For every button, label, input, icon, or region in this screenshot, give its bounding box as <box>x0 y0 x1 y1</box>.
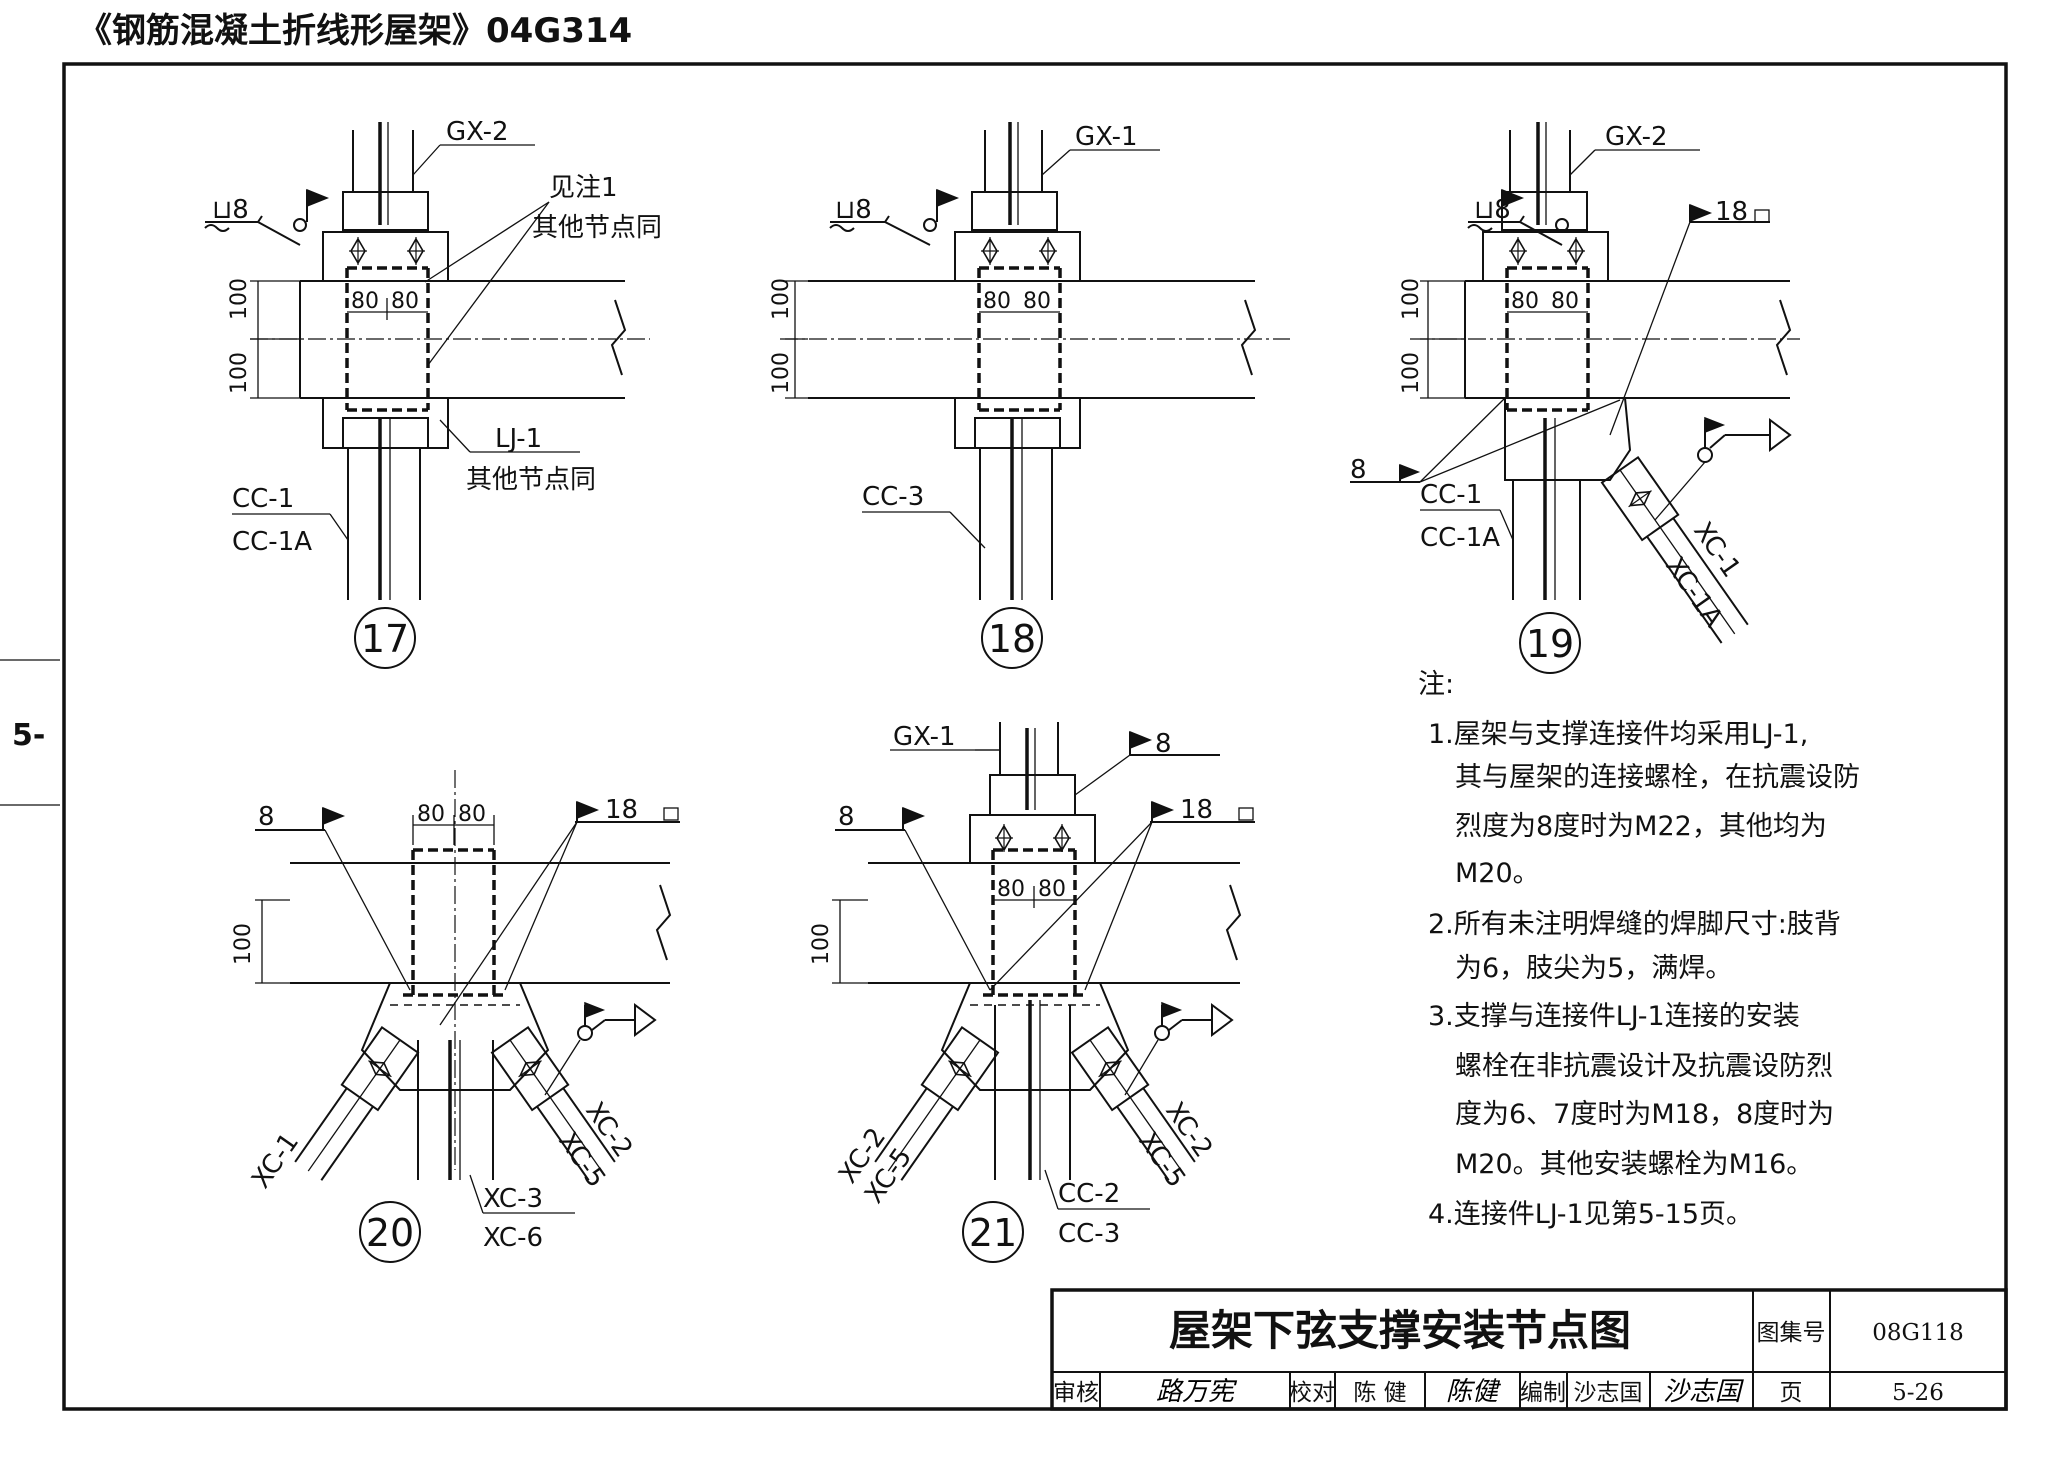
brace-xc-1 <box>1600 455 1749 644</box>
label-cc-1a: CC-1A <box>232 527 312 557</box>
svg-text:100: 100 <box>1399 352 1424 394</box>
note-line: 1.屋架与支撑连接件均采用LJ-1, <box>1428 719 1808 750</box>
label-cc-1a: CC-1A <box>1420 523 1500 553</box>
label-xc-6: XC-6 <box>483 1223 543 1253</box>
label-cc-1: CC-1 <box>1420 480 1482 510</box>
design-name: 沙志国 <box>1574 1380 1643 1406</box>
detail-18: 100 100 80 80 ⊔8 GX-1 CC-3 <box>769 122 1290 669</box>
dim-v-100-top: 100 <box>227 278 252 320</box>
notes: 注: 1.屋架与支撑连接件均采用LJ-1, 其与屋架的连接螺栓，在抗震设防 烈度… <box>1418 669 1860 1230</box>
detail-21: 100 80 80 <box>809 722 1255 1263</box>
sheet-border <box>62 62 2008 1411</box>
label-other-nodes-same-bottom: 其他节点同 <box>466 465 596 495</box>
svg-text:100: 100 <box>1399 278 1424 320</box>
label-weld-8: 8 <box>838 802 855 832</box>
brace-xc-2-left <box>874 1025 1000 1181</box>
detail-number: 20 <box>366 1211 414 1255</box>
svg-text:80: 80 <box>458 802 486 827</box>
check-label: 校对 <box>1289 1380 1335 1406</box>
break-mark <box>610 299 627 376</box>
label-gx-2: GX-2 <box>1605 122 1668 152</box>
svg-text:100: 100 <box>769 278 794 320</box>
label-cc-1: CC-1 <box>232 484 294 514</box>
dim-h-80-right: 80 <box>391 289 419 314</box>
note-line: 烈度为8度时为M22，其他均为 <box>1455 811 1827 842</box>
detail-number: 21 <box>969 1211 1017 1255</box>
note-line: 螺栓在非抗震设计及抗震设防烈 <box>1455 1051 1833 1082</box>
label-gx-1: GX-1 <box>893 722 956 752</box>
label-other-nodes-same-top: 其他节点同 <box>532 213 662 243</box>
header-title: 《钢筋混凝土折线形屋架》04G314 <box>78 11 632 51</box>
brace-xc-1 <box>294 1025 420 1181</box>
note-line: 3.支撑与连接件LJ-1连接的安装 <box>1428 1001 1800 1032</box>
brace-xc-2-right <box>1070 1025 1196 1181</box>
label-cc-2: CC-2 <box>1058 1179 1120 1209</box>
weld-symbol-8: ⊔8 <box>835 195 872 225</box>
label-gx-2: GX-2 <box>446 117 509 147</box>
svg-text:80: 80 <box>1038 877 1066 902</box>
label-cc-3: CC-3 <box>862 482 924 512</box>
note-line: M20。其他安装螺栓为M16。 <box>1455 1149 1813 1180</box>
page-number: 5-26 <box>1892 1380 1944 1406</box>
title-block: 屋架下弦支撑安装节点图 图集号 08G118 审核 路万宪 校对 陈 健 陈健 … <box>1050 1288 2008 1411</box>
gusset-bottom <box>1504 397 1632 481</box>
label-cc-3: CC-3 <box>1058 1219 1120 1249</box>
connector-top <box>322 231 449 282</box>
label-weld-18: 18 <box>1715 197 1748 227</box>
svg-text:80: 80 <box>1023 289 1051 314</box>
page-label: 页 <box>1780 1380 1803 1406</box>
detail-number: 17 <box>361 617 409 661</box>
note-line: 为6，肢尖为5，满焊。 <box>1455 953 1732 984</box>
drawing-title: 屋架下弦支撑安装节点图 <box>1169 1306 1631 1355</box>
check-signature: 陈健 <box>1446 1377 1502 1407</box>
label-see-note-1: 见注1 <box>549 173 618 203</box>
dim-v-100-bottom: 100 <box>227 352 252 394</box>
design-label: 编制 <box>1520 1380 1566 1406</box>
detail-20: 100 80 80 8 <box>231 770 680 1263</box>
check-name: 陈 健 <box>1353 1380 1406 1406</box>
atlas-label: 图集号 <box>1757 1320 1826 1346</box>
weld-symbol-8: ⊔8 <box>212 195 249 225</box>
weld-symbol-8-lower: 8 <box>1350 455 1367 485</box>
label-gx-1: GX-1 <box>1075 122 1138 152</box>
gusset-top <box>342 191 429 231</box>
detail-17: 100 100 80 80 ⊔8 GX- <box>204 117 662 669</box>
review-label: 审核 <box>1053 1380 1099 1406</box>
detail-number: 18 <box>988 617 1036 661</box>
label-weld-8: 8 <box>258 802 275 832</box>
gusset-bottom <box>360 982 550 1091</box>
svg-text:100: 100 <box>809 923 834 965</box>
note-line: 其与屋架的连接螺栓，在抗震设防 <box>1455 762 1860 793</box>
label-weld-18: 18 <box>1180 795 1213 825</box>
svg-text:100: 100 <box>231 923 256 965</box>
atlas-number: 08G118 <box>1872 1320 1964 1346</box>
svg-text:80: 80 <box>997 877 1025 902</box>
brace-xc-2 <box>490 1025 616 1181</box>
review-signature: 路万宪 <box>1156 1377 1238 1407</box>
svg-text:100: 100 <box>769 352 794 394</box>
detail-19: 100 100 80 80 ⊔8 <box>1350 122 1800 674</box>
label-weld-8-top: 8 <box>1155 729 1172 759</box>
detail-number: 19 <box>1526 622 1574 666</box>
label-weld-18: 18 <box>605 795 638 825</box>
dim-h-80-left: 80 <box>351 289 379 314</box>
svg-text:80: 80 <box>1551 289 1579 314</box>
svg-text:80: 80 <box>1511 289 1539 314</box>
note-line: M20。 <box>1455 858 1540 889</box>
notes-heading: 注: <box>1418 669 1454 700</box>
note-line: 度为6、7度时为M18，8度时为 <box>1455 1099 1834 1130</box>
design-signature: 沙志国 <box>1663 1377 1744 1407</box>
note-line: 4.连接件LJ-1见第5-15页。 <box>1428 1199 1753 1230</box>
label-xc-3: XC-3 <box>483 1184 543 1214</box>
note-line: 2.所有未注明焊缝的焊脚尺寸:肢背 <box>1428 909 1841 940</box>
svg-text:80: 80 <box>417 802 445 827</box>
label-lj-1: LJ-1 <box>495 424 542 454</box>
detail-number-circle <box>354 607 416 669</box>
svg-text:80: 80 <box>983 289 1011 314</box>
side-mark: 5- <box>12 718 45 753</box>
